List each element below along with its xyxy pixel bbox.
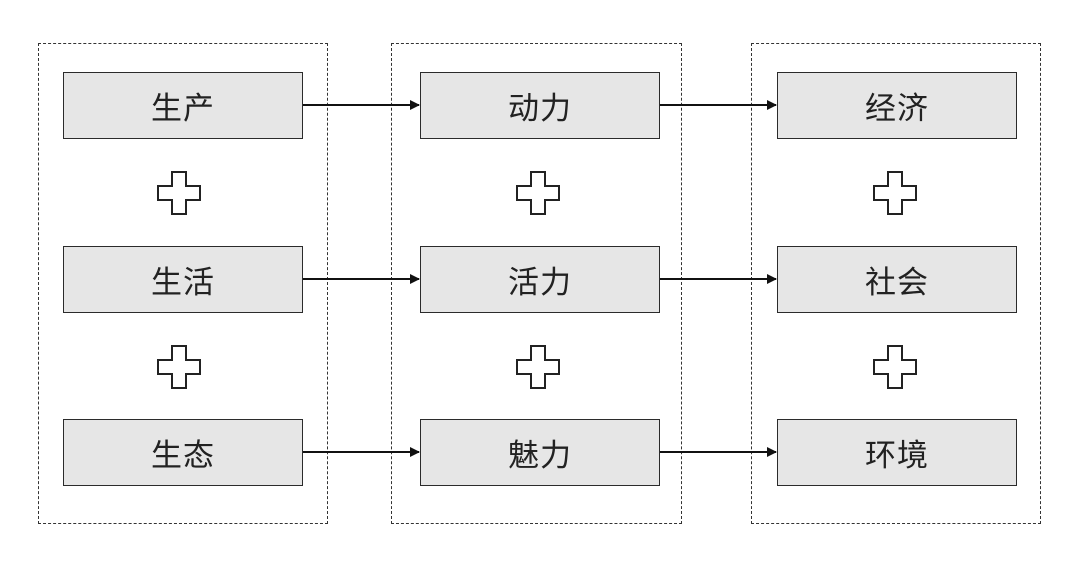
plus-icon	[157, 345, 201, 389]
node-vitality: 活力	[420, 246, 660, 313]
node-charm: 魅力	[420, 419, 660, 486]
node-ecology: 生态	[63, 419, 303, 486]
plus-icon	[873, 345, 917, 389]
node-life: 生活	[63, 246, 303, 313]
plus-icon	[516, 171, 560, 215]
plus-icon	[516, 345, 560, 389]
plus-icon	[157, 171, 201, 215]
node-society: 社会	[777, 246, 1017, 313]
plus-icon	[873, 171, 917, 215]
group-middle	[391, 43, 682, 524]
node-environment: 环境	[777, 419, 1017, 486]
group-right	[751, 43, 1041, 524]
group-left	[38, 43, 328, 524]
node-power: 动力	[420, 72, 660, 139]
node-production: 生产	[63, 72, 303, 139]
node-economy: 经济	[777, 72, 1017, 139]
